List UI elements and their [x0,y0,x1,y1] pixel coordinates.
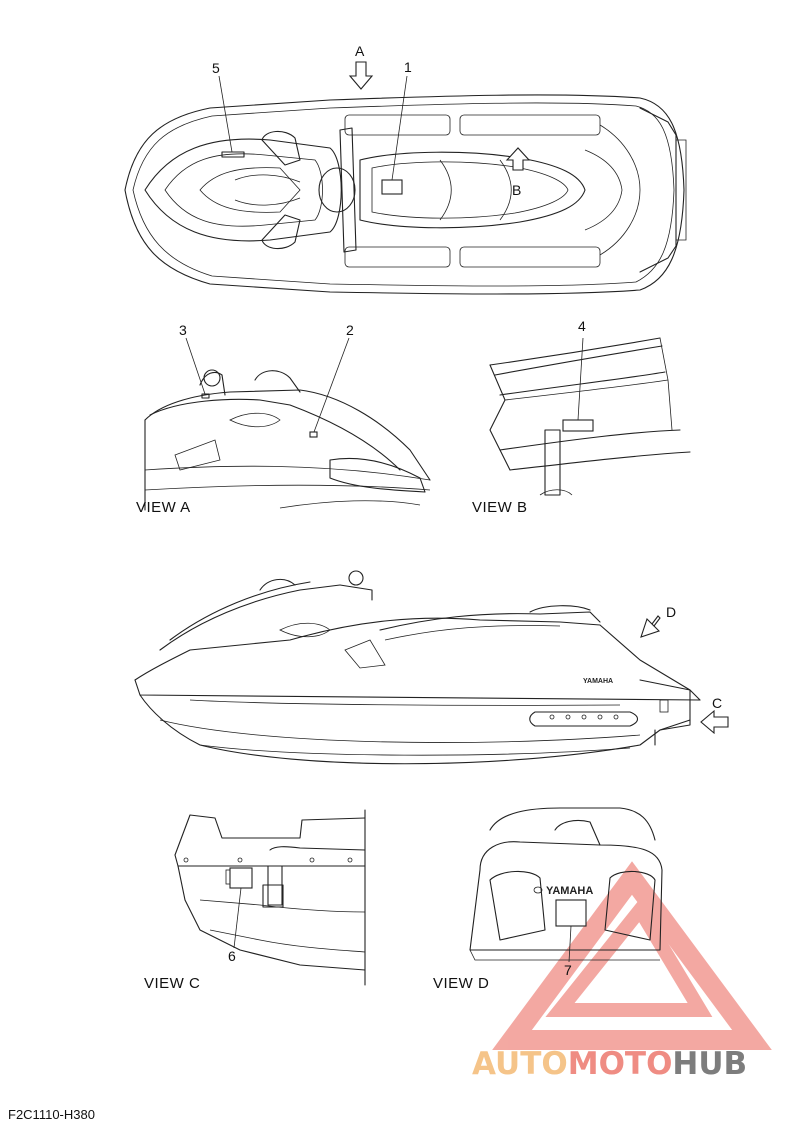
callout-1: 1 [404,59,412,75]
callout-4: 4 [578,318,586,334]
diagram-code: F2C1110-H380 [8,1107,95,1122]
watermark-part-auto: AUTO [472,1046,568,1082]
view-b-drawing [489,337,691,496]
arrow-c-label: C [712,695,723,711]
rear-logo-text: YAMAHA [546,885,593,897]
top-view-drawing [124,61,687,295]
callout-6: 6 [228,948,236,964]
callout-2: 2 [346,322,354,338]
view-b-title: VIEW B [472,499,528,516]
callout-3: 3 [179,322,187,338]
arrow-b-label: B [512,182,522,198]
arrow-d-label: D [666,604,677,620]
watermark-part-moto: MOTO [567,1046,673,1082]
view-a-title: VIEW A [136,499,191,516]
side-logo-text: YAMAHA [583,678,613,685]
view-d-drawing: YAMAHA [469,807,663,963]
callout-7: 7 [564,962,572,978]
watermark-part-hub: HUB [672,1046,748,1082]
callout-5: 5 [212,60,220,76]
side-view-drawing: YAMAHA [134,570,729,765]
view-a-drawing [144,337,431,511]
view-c-drawing [174,809,366,986]
view-c-title: VIEW C [144,975,201,992]
watermark-logo [492,861,772,1050]
watermark-text: AUTOMOTOHUB [472,1046,747,1082]
view-d-title: VIEW D [433,975,490,992]
arrow-a-label: A [355,43,365,59]
